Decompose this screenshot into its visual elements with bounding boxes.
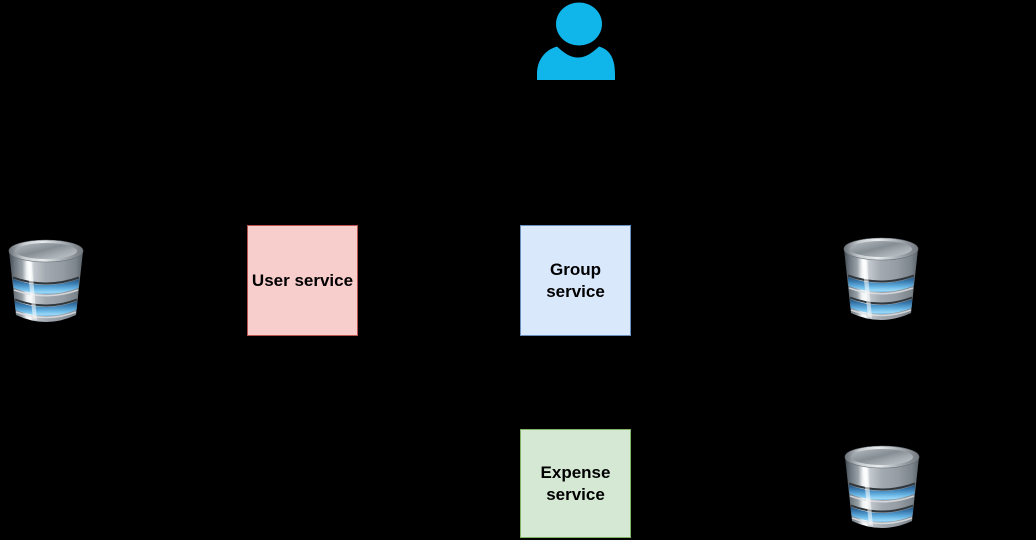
person-icon-svg <box>537 2 615 80</box>
group-database-icon <box>843 237 919 325</box>
user-database-icon <box>8 239 84 327</box>
group-service-box: Group service <box>520 225 631 336</box>
expense-database-icon <box>844 445 920 533</box>
group-service-label: Group service <box>546 259 605 301</box>
expense-service-label: Expense service <box>540 462 611 504</box>
user-service-box: User service <box>247 225 358 336</box>
expense-service-box: Expense service <box>520 429 631 538</box>
person-icon <box>537 2 615 80</box>
user-service-label: User service <box>251 270 354 290</box>
